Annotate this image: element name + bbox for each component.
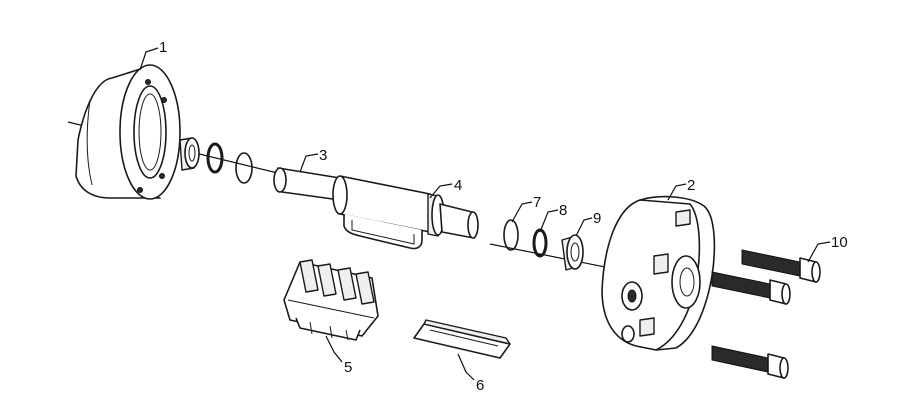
leader-lines <box>139 47 831 381</box>
leader-1 <box>139 47 159 71</box>
part-2-housing <box>601 195 716 351</box>
callout-7: 7 <box>533 194 541 211</box>
leader-2 <box>667 183 687 201</box>
screw-top <box>741 249 821 283</box>
callout-5: 5 <box>344 359 352 376</box>
screw-middle <box>711 271 791 305</box>
leader-5 <box>325 335 343 363</box>
part-7-washer <box>503 219 519 251</box>
part-8-o-ring <box>532 228 548 258</box>
left-bushing <box>179 137 200 171</box>
callout-10: 10 <box>831 234 848 251</box>
callout-9: 9 <box>593 210 601 227</box>
left-washer <box>235 152 253 184</box>
leader-8 <box>539 209 559 233</box>
callout-4: 4 <box>454 177 462 194</box>
part-9-bushing <box>561 234 584 271</box>
callout-6: 6 <box>476 377 484 394</box>
leader-4 <box>429 183 453 199</box>
left-o-ring <box>206 142 224 174</box>
callout-8: 8 <box>559 202 567 219</box>
leader-6 <box>457 353 475 381</box>
callout-2: 2 <box>687 177 695 194</box>
part-10-screws <box>711 249 821 379</box>
leader-3 <box>299 153 319 173</box>
leader-9 <box>575 217 593 237</box>
part-6-channel-insert <box>413 319 511 359</box>
part-1-end-cap <box>75 64 181 200</box>
leader-10 <box>807 241 831 263</box>
callout-1: 1 <box>159 39 167 56</box>
part-5-clamp-block <box>283 259 379 341</box>
screw-bottom <box>711 345 789 379</box>
leader-7 <box>511 201 533 223</box>
part-4-cradle <box>332 175 479 250</box>
callout-3: 3 <box>319 147 327 164</box>
part-3-shaft <box>273 167 341 201</box>
